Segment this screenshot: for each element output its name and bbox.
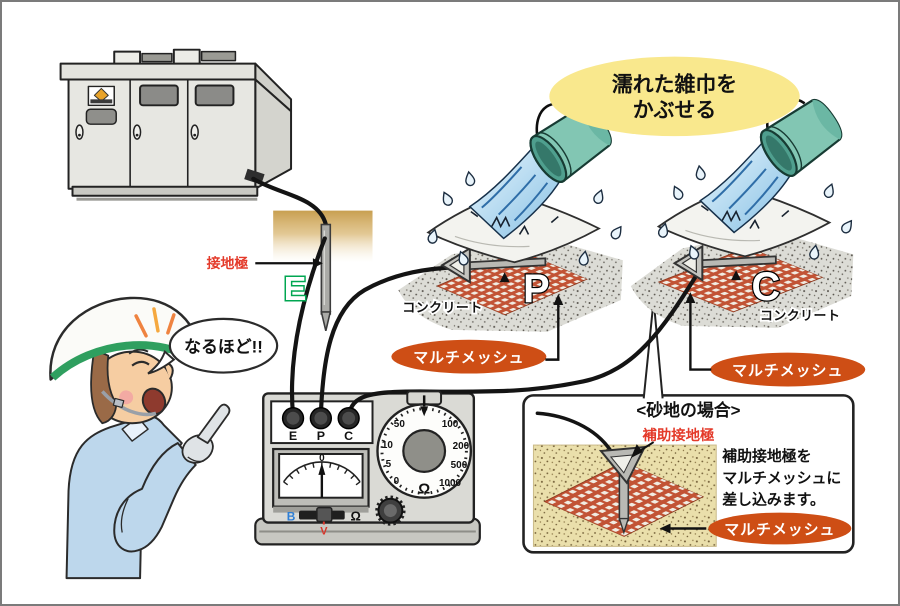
switch-ohm-label: Ω <box>350 509 360 524</box>
splash-marks-left <box>470 210 559 235</box>
terminal-label-c: C <box>344 429 353 443</box>
dial-number: 200 <box>453 441 470 452</box>
sand-note-line3: 差し込みます。 <box>722 491 825 509</box>
arrowhead <box>553 294 564 305</box>
arrowhead <box>685 292 696 303</box>
callout-pointer <box>642 299 655 399</box>
dial-number: 1000 <box>439 478 462 489</box>
sand-note-line2: マルチメッシュに <box>722 470 841 487</box>
cable-p <box>318 265 460 418</box>
cabinet-window <box>194 84 235 107</box>
open-mouth <box>141 387 167 416</box>
analog-meter-scale: 0 <box>282 453 361 498</box>
c-electrode-marker: C <box>752 265 781 309</box>
worker-arm <box>113 442 197 553</box>
closed-eye <box>131 360 150 367</box>
dial-number: 10 <box>382 440 394 451</box>
wet-cloth-callout <box>549 56 800 137</box>
function-slider-handle[interactable] <box>316 506 333 523</box>
terminal-knobs <box>281 407 360 430</box>
e-terminal-marker: E <box>284 270 307 308</box>
aux-electrode-cable <box>535 411 613 453</box>
wet-cloth-note-line1: 濡れた雑巾を <box>612 72 737 96</box>
worker-hand-glove <box>181 403 231 464</box>
sand-note-line1: 補助接地極を <box>721 447 811 465</box>
terminal-label-e: E <box>289 429 297 443</box>
multimesh-badge-right <box>710 352 866 387</box>
chin-strap <box>101 390 157 417</box>
water-streaks-right <box>711 160 779 216</box>
sand-case-box: <砂地の場合> 補助接地極 補助接地極を マルチメッシュに 差し込みます。 マル… <box>522 299 855 554</box>
multimesh-label-sand: マルチメッシュ <box>724 521 835 538</box>
multimesh-badge-sand <box>708 512 852 545</box>
dial-number: 50 <box>394 419 406 430</box>
dial-number: 0 <box>394 476 400 487</box>
cable-e <box>289 236 327 418</box>
concrete-label-right: コンクリート <box>760 308 840 323</box>
c-electrode <box>672 244 777 282</box>
switchgear-cabinet <box>59 48 293 201</box>
eyebrow <box>128 348 149 355</box>
terminal-label-p: P <box>317 429 325 443</box>
dial-number: 500 <box>451 460 468 471</box>
arrowhead <box>659 523 671 534</box>
dial-pointer <box>420 406 429 417</box>
dial-number: 100 <box>442 419 459 430</box>
multimesh-label-left: マルチメッシュ <box>413 350 524 367</box>
meter-zero-label: 0 <box>319 453 325 464</box>
cable-c <box>346 270 701 418</box>
cabinet-roof <box>59 62 257 81</box>
arrowhead <box>312 258 323 269</box>
splash-marks-right <box>700 205 790 229</box>
dial-number: 5 <box>386 459 392 470</box>
earth-tester: E P C 0 B Ω V <box>272 390 473 537</box>
strap-buckle <box>112 397 125 409</box>
switch-b-label: B <box>287 510 296 524</box>
multimesh-badge-left <box>391 339 547 374</box>
p-electrode-marker: P <box>523 267 550 311</box>
hair <box>90 348 118 425</box>
speech-bubble: なるほど!! <box>147 317 279 375</box>
aux-electrode-label: 補助接地極 <box>641 426 715 444</box>
cabinet-window <box>139 84 179 107</box>
surprise-marks-icon <box>134 307 176 338</box>
wet-cloth-note-line2: かぶせる <box>633 99 716 122</box>
worker <box>49 296 231 580</box>
cabinet-earth-cable <box>251 176 328 227</box>
speech-bubble-text: なるほど!! <box>184 338 263 357</box>
range-dial-knob[interactable] <box>402 429 447 473</box>
switch-v-label: V <box>320 525 328 537</box>
cabinet-louver <box>85 108 117 125</box>
earth-electrode-label: 接地極 <box>207 255 249 271</box>
arrowhead <box>630 444 643 458</box>
sand-case-title: <砂地の場合> <box>636 400 740 420</box>
dial-ohm-label: Ω <box>418 482 430 498</box>
concrete-label-left: コンクリート <box>402 300 482 315</box>
water-streaks-left <box>481 166 549 222</box>
door-handle-icon <box>75 124 199 140</box>
multimesh-label-right: マルチメッシュ <box>732 363 843 380</box>
pointing-finger <box>196 403 231 444</box>
dial-scale-numbers: 50 10 5 0 100 200 500 1000 <box>382 419 470 489</box>
